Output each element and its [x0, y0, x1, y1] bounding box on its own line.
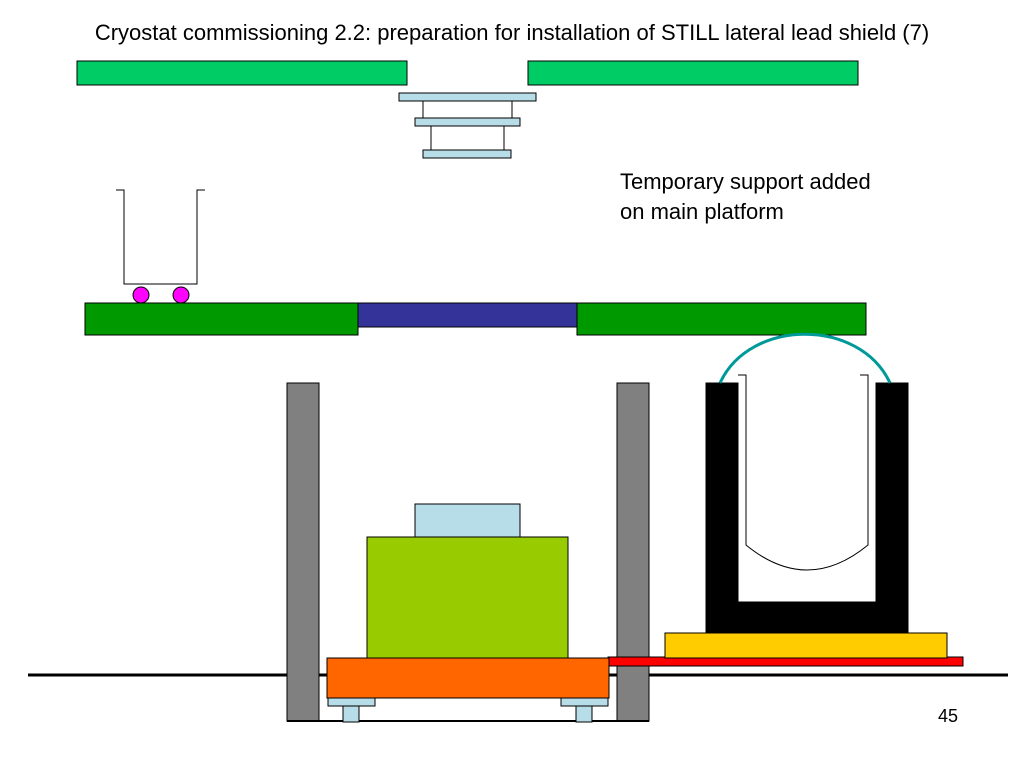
- lead-shield: [705, 382, 909, 634]
- upper-platform-left: [76, 60, 408, 86]
- foot-pad-left: [327, 697, 376, 707]
- pillar-left: [286, 382, 320, 722]
- platform-gap-cover: [357, 302, 578, 328]
- support-plate-top: [398, 92, 537, 102]
- lead-block: [366, 536, 569, 660]
- trolley-wheel-right: [172, 286, 190, 304]
- orange-base-plate: [326, 657, 610, 699]
- yellow-plate: [664, 632, 948, 659]
- trolley-wheel-left: [132, 286, 150, 304]
- inner-vessel: [738, 374, 869, 571]
- light-blue-cap: [414, 503, 521, 539]
- upper-platform-right: [527, 60, 859, 86]
- slide-title: Cryostat commissioning 2.2: preparation …: [94, 20, 930, 45]
- support-plate-middle: [414, 117, 521, 127]
- trolley-container: [116, 189, 205, 285]
- support-plate-bottom: [422, 149, 512, 159]
- foot-pad-right: [560, 697, 609, 707]
- teal-cable: [718, 332, 892, 384]
- foot-left: [342, 705, 360, 723]
- foot-right: [575, 705, 593, 723]
- main-platform-left: [84, 302, 359, 336]
- page-number: 45: [938, 706, 959, 726]
- pillar-right: [616, 382, 650, 722]
- annotation-text: Temporary support added on main platform: [620, 169, 871, 224]
- main-platform-right: [576, 302, 867, 336]
